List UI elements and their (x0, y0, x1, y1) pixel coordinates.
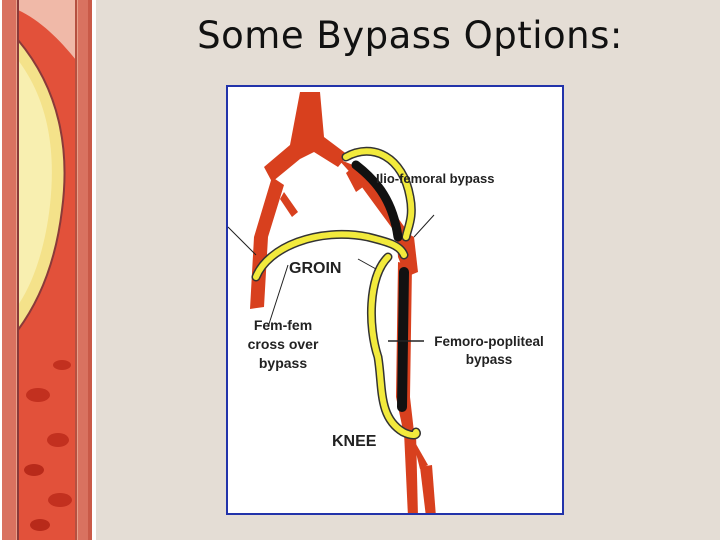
pointer-line-femfem (267, 264, 289, 328)
left-internal-iliac (280, 192, 298, 217)
label-groin: GROIN (289, 260, 342, 277)
pointer-line-groin (357, 258, 377, 270)
label-femoro-popliteal: Femoro-popliteal bypass (424, 333, 554, 369)
label-ilio-femoral: Ilio-femoral bypass (376, 171, 495, 186)
label-femoro-popliteal-line2: bypass (465, 352, 513, 367)
label-fem-fem-line2: cross over (247, 336, 319, 352)
artery-cross-section-illustration (0, 0, 96, 540)
femoro-popliteal-graft (368, 254, 420, 438)
black-graft-upper (351, 160, 403, 242)
ilio-femoral-graft (343, 148, 415, 240)
label-femoro-popliteal-line1: Femoro-popliteal (434, 334, 544, 349)
label-fem-fem-line3: bypass (258, 355, 308, 371)
label-fem-fem-line1: Fem-fem (253, 317, 313, 333)
label-fem-fem: Fem-fem cross over bypass (230, 316, 336, 373)
right-internal-iliac (346, 167, 363, 192)
fem-fem-graft (253, 231, 407, 280)
slide-title: Some Bypass Options: (197, 14, 623, 57)
tibial-artery-2 (420, 465, 436, 513)
black-graft-lower (397, 267, 409, 412)
bypass-diagram-drawing (228, 92, 436, 513)
pointer-line-left (228, 226, 257, 256)
left-iliac-artery (250, 177, 284, 309)
tibial-artery-1 (404, 432, 418, 513)
bypass-diagram: Ilio-femoral bypass GROIN Fem-fem cross … (226, 85, 564, 515)
label-knee: KNEE (332, 433, 377, 450)
pointer-line-ilio (413, 214, 435, 238)
aorta (264, 92, 348, 182)
